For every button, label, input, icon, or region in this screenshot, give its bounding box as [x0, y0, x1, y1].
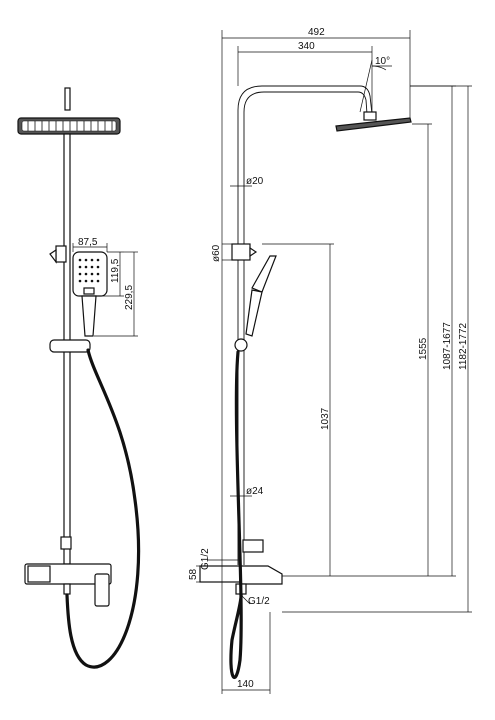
outlet-to-head-label: 1555	[418, 337, 429, 360]
front-handshower-button	[83, 287, 95, 295]
side-wall-bracket	[231, 243, 251, 261]
front-view	[17, 87, 141, 669]
front-slider-holder	[49, 339, 91, 353]
front-bracket-screw	[49, 248, 57, 264]
upper-pipe-diameter-dimension: ø20	[230, 176, 264, 187]
front-shower-hose	[65, 348, 141, 669]
outlet-to-spout-dimension: 1037	[262, 243, 334, 577]
side-handshower-grip	[245, 289, 263, 337]
front-handshower-grip	[81, 295, 97, 337]
side-diverter-block	[242, 539, 264, 553]
outlet-to-head-dimension: 1555	[334, 123, 432, 577]
inlet-thread-top-dimension: G1/2	[200, 548, 238, 570]
adjust-range-1-dimension: 1087-1677	[410, 85, 456, 577]
base-width-dimension: 140	[221, 565, 271, 694]
upper-pipe-diameter-label: ø20	[246, 176, 264, 187]
base-width-label: 140	[237, 679, 254, 690]
front-mixer-left-cap	[27, 565, 51, 583]
arm-angle-dimension: 10°	[359, 56, 392, 113]
handshower-width-dimension: 87,5	[72, 237, 108, 252]
inlet-thread-bottom-label: G1/2	[248, 596, 270, 607]
front-diverter-knob	[60, 536, 72, 550]
side-slider-ball	[234, 338, 248, 352]
inlet-thread-bottom-dimension: G1/2	[239, 593, 270, 607]
front-hose-outlet	[63, 583, 71, 595]
side-shower-hose	[229, 350, 243, 680]
side-view	[199, 85, 412, 680]
outlet-to-spout-label: 1037	[320, 407, 331, 430]
front-wall-bracket	[55, 245, 67, 263]
side-bracket-screw	[249, 246, 258, 258]
inlet-width-label: 58	[188, 568, 199, 580]
adjust-range-1-label: 1087-1677	[442, 322, 453, 370]
side-head-connector	[363, 111, 377, 121]
handshower-total-height-label: 229,5	[124, 285, 135, 310]
side-rain-head	[335, 117, 412, 132]
bracket-diameter-dimension: ø60	[211, 243, 232, 262]
overall-width-dimension: 492	[221, 27, 411, 565]
arm-angle-label: 10°	[375, 56, 390, 67]
side-pipe-inner	[243, 91, 368, 565]
handshower-head-height-dimension: 119,5	[100, 251, 124, 297]
arm-reach-label: 340	[298, 41, 315, 52]
overall-width-label: 492	[308, 27, 325, 38]
front-top-stub	[64, 87, 71, 111]
adjust-range-2-dimension: 1182-1772	[282, 85, 472, 613]
front-mixer-lever	[94, 573, 110, 607]
arm-reach-dimension: 340	[237, 41, 373, 112]
side-mixer-body	[239, 565, 283, 585]
inlet-thread-top-label: G1/2	[200, 548, 211, 570]
handshower-total-height-dimension: 229,5	[94, 251, 138, 337]
lower-pipe-diameter-dimension: ø24	[230, 486, 264, 497]
handshower-width-label: 87,5	[78, 237, 98, 248]
front-rain-head-nozzles	[27, 121, 113, 131]
front-handshower-nozzles	[78, 258, 100, 283]
side-pipe-outer	[237, 85, 373, 565]
front-rain-head-face	[21, 120, 117, 132]
bracket-diameter-label: ø60	[211, 244, 222, 262]
handshower-head-height-label: 119,5	[110, 258, 121, 283]
inlet-width-dimension: 58	[188, 565, 204, 583]
side-handshower-head	[251, 255, 277, 293]
lower-pipe-diameter-label: ø24	[246, 486, 264, 497]
adjust-range-2-label: 1182-1772	[458, 322, 469, 370]
